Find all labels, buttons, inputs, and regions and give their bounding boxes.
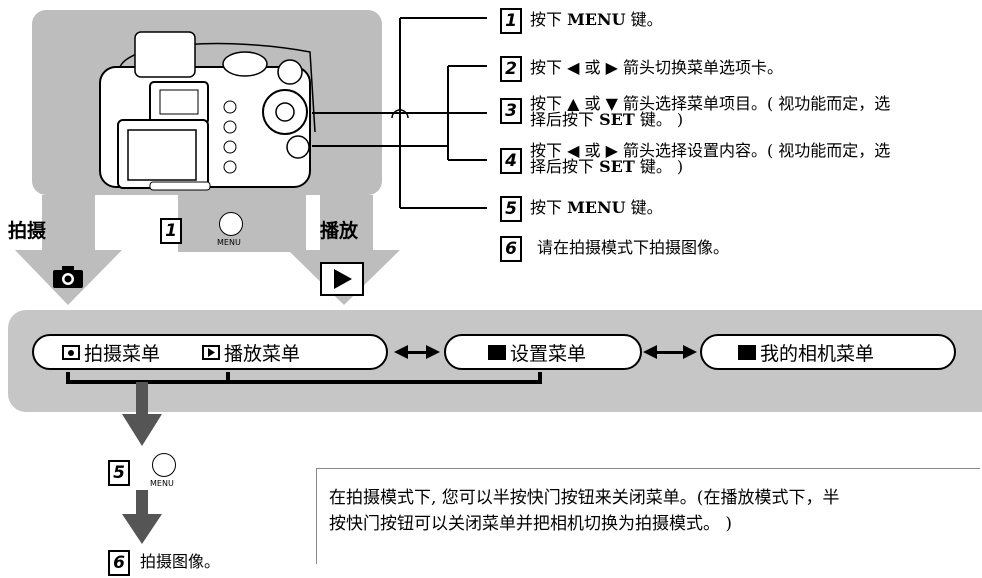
shoot-label: 拍摄 [8,220,47,242]
play-icon [320,262,364,296]
setup-menu-pill[interactable]: 设置菜单 [444,334,642,370]
mycamera-menu-pill[interactable]: 我的相机菜单 [700,334,956,370]
shooting-menu-label: 拍摄菜单 [84,342,161,365]
step-number: 4 [500,148,522,174]
shoot-column [42,195,95,250]
step-text: 按下 MENU 键。 [530,198,663,217]
setup-icon [488,344,506,360]
note-line: 在拍摄模式下, 您可以半按快门按钮来关闭菜单。(在播放模式下，半 [329,488,840,508]
camera-image [99,31,316,191]
step-text: 按下 ◀ 或 ▶ 箭头选择设置内容。( 视功能而定，选 [530,141,891,160]
play-label: 播放 [320,220,359,242]
play-column [320,195,373,250]
camera-icon [52,265,84,289]
step-text: 请在拍摄模式下拍摄图像。 [537,238,730,257]
menu-button[interactable] [152,453,176,477]
step-number: 1 [500,8,522,34]
step-number: 6 [108,550,130,576]
mycamera-icon [738,344,756,360]
step-number: 5 [108,460,130,486]
step-text: 拍摄图像。 [140,552,221,571]
step-text: 按下 ▲ 或 ▼ 箭头选择菜单项目。( 视功能而定，选 [530,94,891,113]
play-icon [202,344,221,360]
camera-step-number: 1 [160,218,182,244]
step-text: 择后按下 SET 键。 ) [530,110,684,129]
step-text: 按下 MENU 键。 [530,10,663,29]
menu-button-label: MENU [217,238,241,247]
setup-menu-label: 设置菜单 [510,342,587,365]
step-number: 5 [500,196,522,222]
step-number: 3 [500,98,522,124]
step-text: 按下 ◀ 或 ▶ 箭头切换菜单选项卡。 [530,58,783,77]
playback-menu-label: 播放菜单 [224,342,301,365]
step-number: 2 [500,56,522,82]
step-number: 6 [500,236,522,262]
shoot-play-menu-pill[interactable]: 拍摄菜单 播放菜单 [32,334,388,370]
menu-button-label: MENU [150,479,174,488]
note-box: 在拍摄模式下, 您可以半按快门按钮来关闭菜单。(在播放模式下，半 按快门按钮可以… [316,468,980,564]
mycamera-menu-label: 我的相机菜单 [760,342,875,365]
step-text: 择后按下 SET 键。 ) [530,157,684,176]
menu-button[interactable] [219,212,243,236]
camera-icon [62,344,80,360]
note-line: 按快门按钮可以关闭菜单并把相机切换为拍摄模式。 ) [329,514,733,534]
